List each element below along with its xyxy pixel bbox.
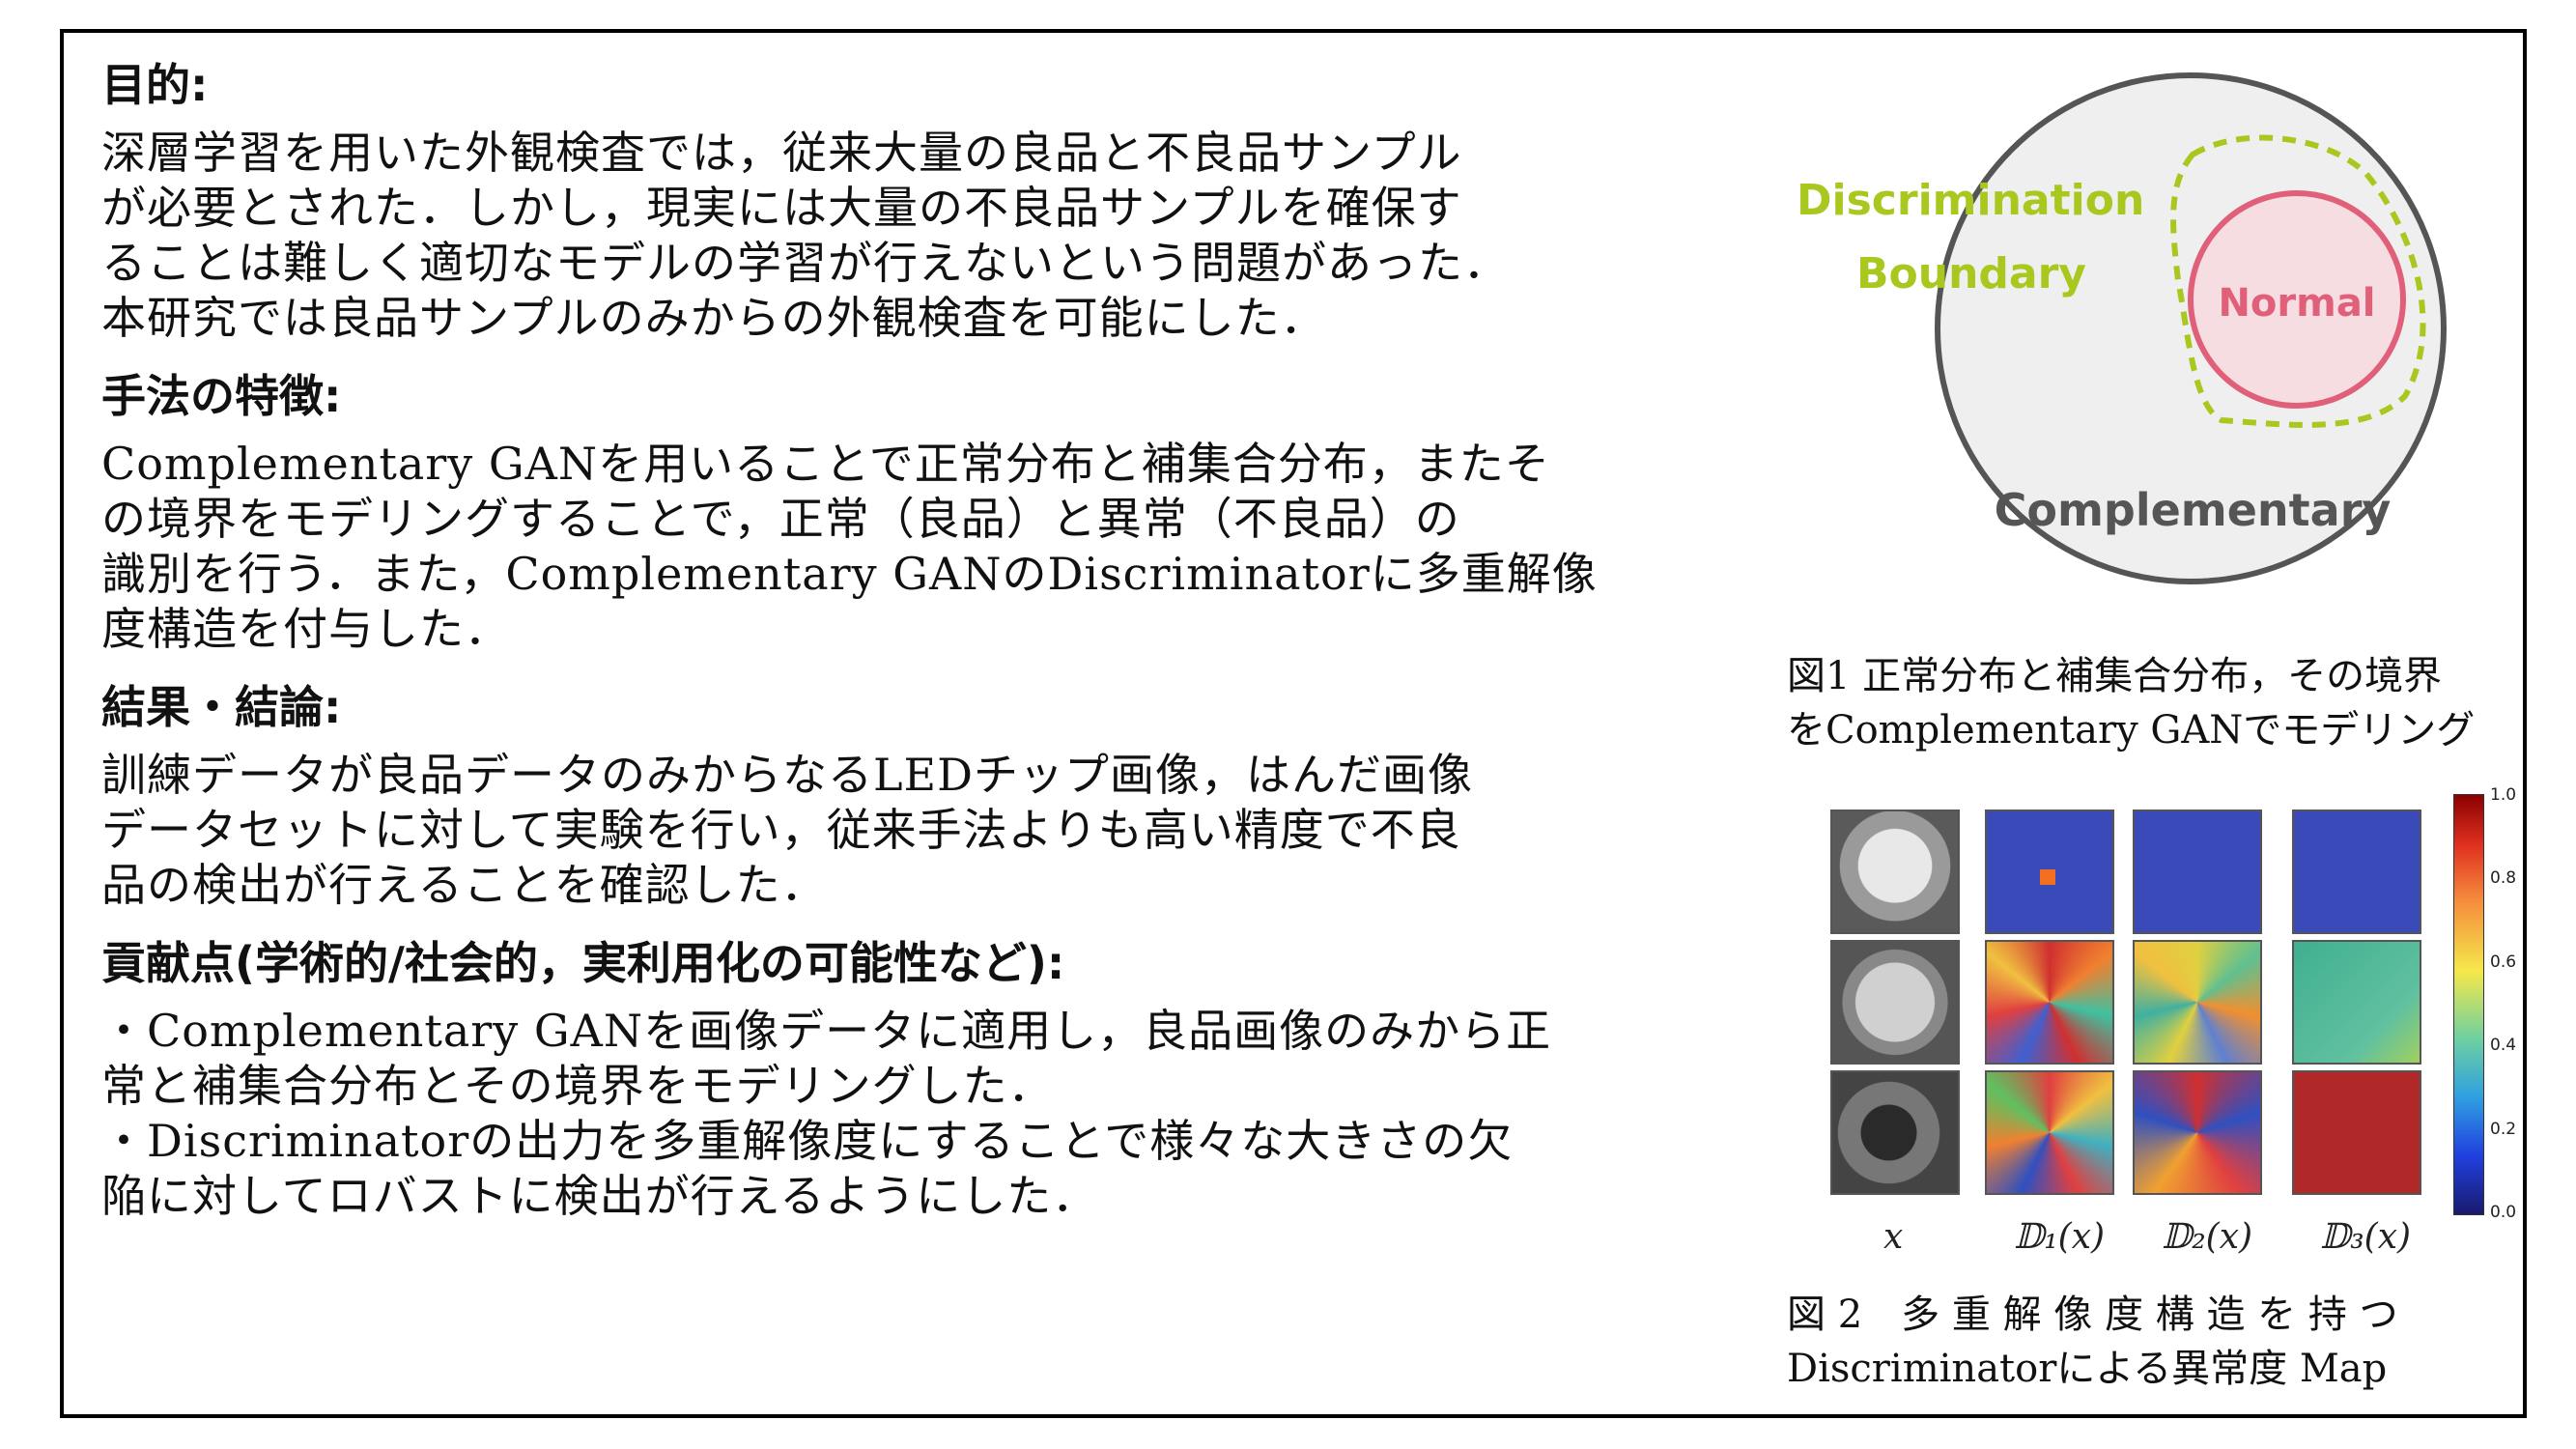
heatmap-d3-row1 [2292,810,2421,934]
boundary-label-line2: Boundary [1856,249,2086,298]
colorbar-tick: 0.8 [2490,868,2517,888]
figure2-caption: 図 2 多 重 解 像 度 構 造 を 持 つ Discriminatorによる… [1787,1293,2398,1391]
input-image-2 [1830,940,1960,1065]
colorbar-tick: 1.0 [2490,785,2517,805]
heatmap-d3-row3 [2292,1070,2421,1195]
heatmap-d2-row1 [2133,810,2262,934]
heading-results: 結果・結論: [101,681,342,733]
colorbar-tick: 0.6 [2490,952,2517,972]
heading-purpose: 目的: [101,59,209,111]
paragraph-contribution: ・Complementary GANを画像データに適用し，良品画像のみから正 常… [101,1005,1552,1222]
figure1-diagram: Normal Discrimination Boundary Complemen… [1797,72,2447,584]
heatmap-d3-row2 [2292,940,2421,1065]
input-image-1 [1830,810,1960,934]
boundary-label-line1: Discrimination [1797,176,2144,225]
colorbar-tick: 0.0 [2490,1203,2517,1222]
column-label-d3: 𝔻₃(x) [2320,1217,2412,1257]
complementary-label: Complementary [1995,484,2392,536]
column-label-d1: 𝔻₁(x) [2014,1217,2106,1257]
heatmap-d1-row2 [1985,940,2114,1065]
column-label-x: x [1883,1217,1904,1257]
paragraph-results: 訓練データが良品データのみからなるLEDチップ画像，はんだ画像 データセットに対… [101,749,1474,911]
discrimination-boundary-curve [2170,134,2426,428]
heading-contribution: 貢献点(学術的/社会的，実利用化の可能性など): [101,937,1065,989]
paragraph-method: Complementary GANを用いることで正常分布と補集合分布，またそ の… [101,438,1598,655]
heatmap-d1-row3 [1985,1070,2114,1195]
colorbar [2453,794,2484,1215]
column-label-d2: 𝔻₂(x) [2162,1217,2253,1257]
input-image-3 [1830,1070,1960,1195]
colorbar-tick: 0.4 [2490,1036,2517,1055]
paragraph-purpose: 深層学習を用いた外観検査では，従来大量の良品と不良品サンプル が必要とされた．し… [101,127,1509,344]
figure1-caption: 図1 正常分布と補集合分布，その境界 をComplementary GANでモデ… [1787,654,2476,753]
normal-circle [2188,190,2406,409]
normal-label: Normal [2218,281,2375,326]
heading-method: 手法の特徴: [101,370,342,422]
poster-frame [60,29,2527,1418]
text-column: 目的: 深層学習を用いた外観検査では，従来大量の良品と不良品サンプル が必要とさ… [101,56,1743,1245]
colorbar-tick: 0.2 [2490,1120,2517,1139]
heatmap-d2-row2 [2133,940,2262,1065]
heatmap-cell [2040,869,2055,885]
heatmap-d2-row3 [2133,1070,2262,1195]
heatmap-d1-row1 [1985,810,2114,934]
